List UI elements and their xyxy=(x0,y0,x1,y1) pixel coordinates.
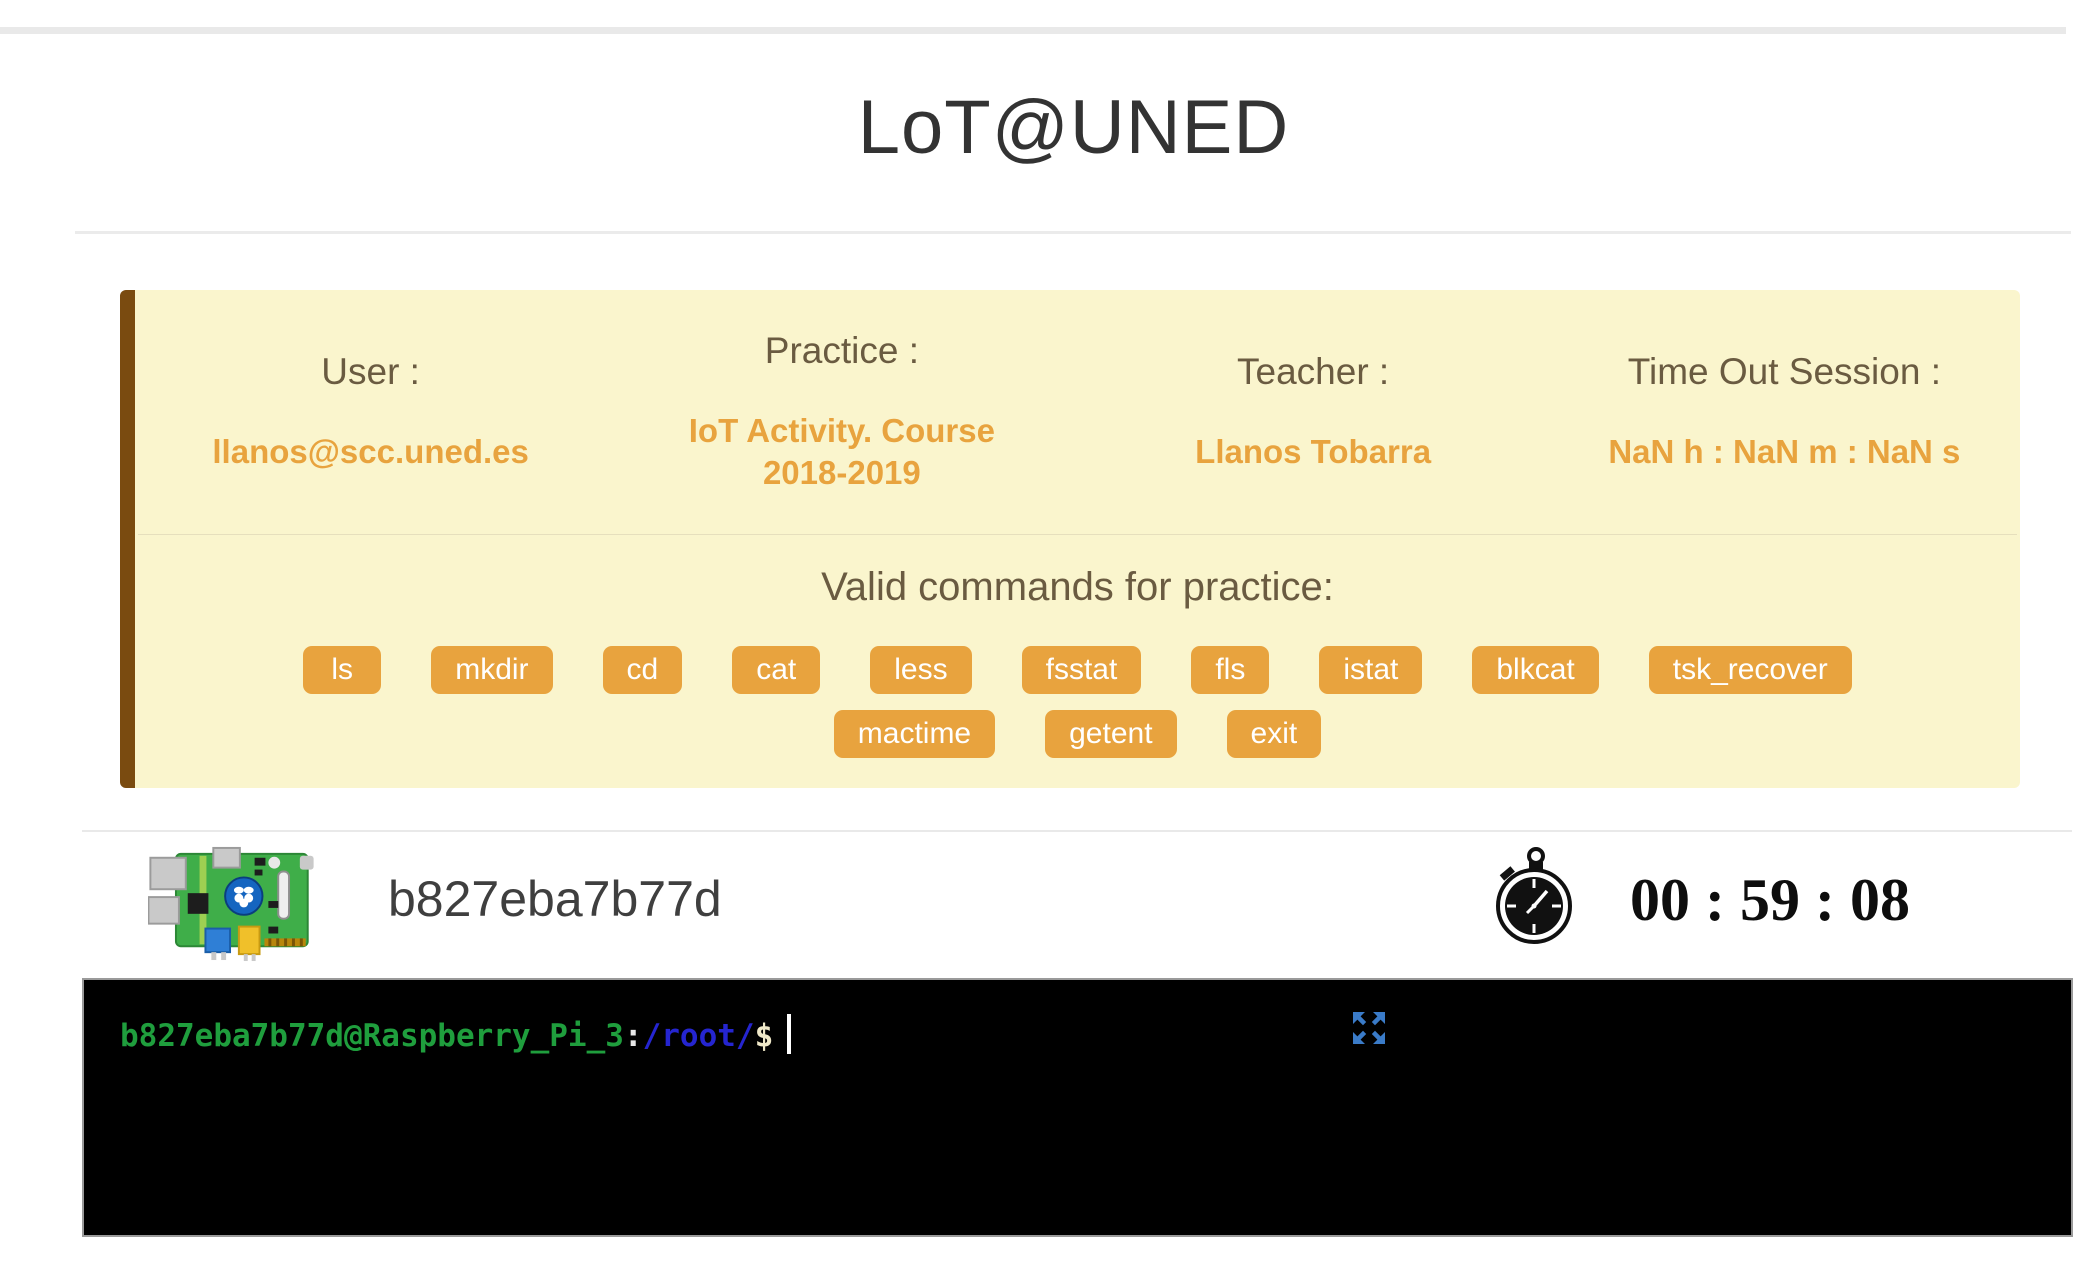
command-button-mactime[interactable]: mactime xyxy=(833,710,996,758)
command-button-fsstat[interactable]: fsstat xyxy=(1021,646,1142,694)
session-countdown-timer: 00 : 59 : 08 xyxy=(1630,867,1910,933)
user-label: User : xyxy=(321,351,420,392)
teacher-label: Teacher : xyxy=(1237,351,1390,392)
raspberry-pi-board-icon xyxy=(148,846,314,962)
user-value: llanos@scc.uned.es xyxy=(212,433,529,470)
device-name: b827eba7b77d xyxy=(388,871,722,927)
user-field: User : llanos@scc.uned.es xyxy=(135,351,606,473)
command-button-blkcat[interactable]: blkcat xyxy=(1472,646,1599,694)
prompt-path: /root/ xyxy=(642,1018,755,1054)
session-info-panel: User : llanos@scc.uned.es Practice : IoT… xyxy=(120,290,2020,788)
timeout-label: Time Out Session : xyxy=(1627,351,1941,392)
prompt-dollar-sign: $ xyxy=(754,1018,774,1054)
teacher-field: Teacher : Llanos Tobarra xyxy=(1078,351,1549,473)
device-row: b827eba7b77d 00 : 59 : 08 xyxy=(82,840,2072,970)
command-button-exit[interactable]: exit xyxy=(1226,710,1322,758)
panel-divider xyxy=(138,534,2017,535)
command-button-less[interactable]: less xyxy=(870,646,972,694)
timeout-value: NaN h : NaN m : NaN s xyxy=(1608,433,1961,470)
command-button-fls[interactable]: fls xyxy=(1191,646,1270,694)
command-button-getent[interactable]: getent xyxy=(1045,710,1177,758)
top-divider xyxy=(0,27,2066,34)
command-button-ls[interactable]: ls xyxy=(303,646,382,694)
practice-value: IoT Activity. Course 2018-2019 xyxy=(688,412,995,491)
prompt-separator: : xyxy=(623,1018,643,1054)
timeout-field: Time Out Session : NaN h : NaN m : NaN s xyxy=(1549,351,2020,473)
stopwatch-icon xyxy=(1496,847,1572,944)
page-title: LoT@UNED xyxy=(857,85,1290,170)
title-divider xyxy=(75,231,2071,234)
command-button-cd[interactable]: cd xyxy=(602,646,683,694)
command-button-istat[interactable]: istat xyxy=(1319,646,1423,694)
practice-field: Practice : IoT Activity. Course 2018-201… xyxy=(606,330,1077,494)
session-info-row: User : llanos@scc.uned.es Practice : IoT… xyxy=(135,290,2020,534)
teacher-value: Llanos Tobarra xyxy=(1195,433,1432,470)
terminal-window[interactable]: b827eba7b77d@Raspberry_Pi_3:/root/$ xyxy=(82,978,2073,1237)
terminal-prompt: b827eba7b77d@Raspberry_Pi_3:/root/$ xyxy=(120,1014,792,1054)
terminal-cursor xyxy=(787,1014,792,1054)
command-button-cat[interactable]: cat xyxy=(732,646,821,694)
expand-icon[interactable] xyxy=(1346,1006,1392,1052)
command-button-tsk-recover[interactable]: tsk_recover xyxy=(1648,646,1852,694)
command-button-mkdir[interactable]: mkdir xyxy=(431,646,553,694)
commands-list: ls mkdir cd cat less fsstat fls istat bl… xyxy=(228,646,1928,758)
commands-title: Valid commands for practice: xyxy=(821,565,1334,609)
device-divider xyxy=(82,830,2072,832)
practice-label: Practice : xyxy=(764,330,919,371)
prompt-host: b827eba7b77d@Raspberry_Pi_3 xyxy=(120,1018,624,1054)
